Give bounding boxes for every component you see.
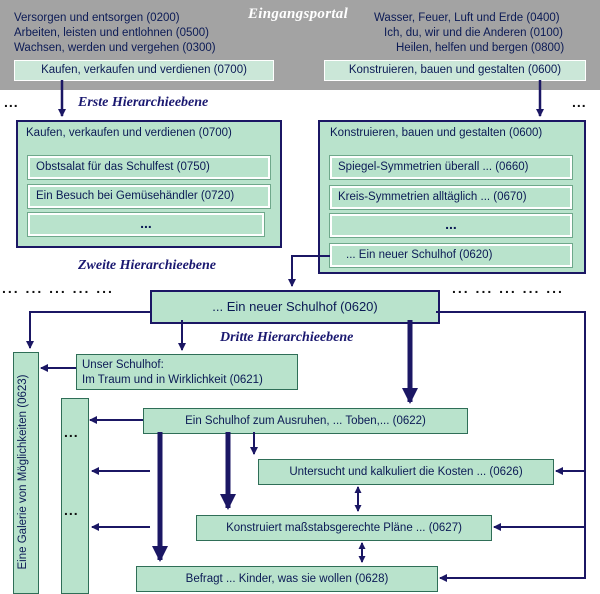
panel-0600-title: Konstruieren, bauen und gestalten (0600) <box>330 127 543 139</box>
panel-0700-title: Kaufen, verkaufen und verdienen (0700) <box>26 127 232 139</box>
item-0620[interactable]: ... Ein neuer Schulhof (0620) <box>329 243 573 268</box>
item-0750[interactable]: Obstsalat für das Schulfest (0750) <box>27 155 271 180</box>
arrow-right-loop <box>436 311 586 582</box>
node-0621[interactable]: Unser Schulhof: Im Traum und in Wirklich… <box>76 354 298 390</box>
topic-link-0300[interactable]: Wachsen, werden und vergehen (0300) <box>14 42 216 54</box>
gallery-ellipsis-1: ... <box>64 424 79 440</box>
node-0621-line1: Unser Schulhof: <box>82 359 164 371</box>
node-0622[interactable]: Ein Schulhof zum Ausruhen, ... Toben,...… <box>143 408 468 434</box>
topic-link-0500[interactable]: Arbeiten, leisten und entlohnen (0500) <box>14 27 210 39</box>
portal-title: Eingangsportal <box>248 6 349 22</box>
node-0627[interactable]: Konstruiert maßstabsgerechte Pläne ... (… <box>196 515 492 541</box>
item-0670[interactable]: Kreis-Symmetrien alltäglich ... (0670) <box>329 185 573 210</box>
level-3-label: Dritte Hierarchieebene <box>220 330 354 345</box>
level-2-label: Zweite Hierarchieebene <box>78 258 217 273</box>
ellipsis-row-right: ... ... ... ... ... <box>452 280 564 296</box>
arrow-panel-to-center <box>288 255 330 287</box>
node-0628[interactable]: Befragt ... Kinder, was sie wollen (0628… <box>136 566 438 592</box>
node-0626[interactable]: Untersucht und kalkuliert die Kosten ...… <box>258 459 554 485</box>
topic-link-0400[interactable]: Wasser, Feuer, Luft und Erde (0400) <box>374 12 560 24</box>
gallery-ellipsis-2: ... <box>64 502 79 518</box>
item-0720[interactable]: Ein Besuch bei Gemüsehändler (0720) <box>27 184 271 209</box>
level-1-label: Erste Hierarchieebene <box>78 95 209 110</box>
ellipsis-row-left: ... ... ... ... ... <box>2 280 114 296</box>
arrow-center-to-gallery <box>26 311 150 349</box>
center-node-0620[interactable]: ... Ein neuer Schulhof (0620) <box>150 290 440 324</box>
ellipsis-left: ... <box>4 94 19 110</box>
item-more-0700[interactable]: ... <box>27 212 265 237</box>
item-0660[interactable]: Spiegel-Symmetrien überall ... (0660) <box>329 155 573 180</box>
topic-button-0600[interactable]: Konstruieren, bauen und gestalten (0600) <box>324 60 586 81</box>
topic-link-0800[interactable]: Heilen, helfen und bergen (0800) <box>396 42 565 54</box>
topic-link-0100[interactable]: Ich, du, wir und die Anderen (0100) <box>384 27 564 39</box>
topic-button-0700[interactable]: Kaufen, verkaufen und verdienen (0700) <box>14 60 274 81</box>
gallery-dots-column <box>61 398 89 594</box>
topic-link-0200[interactable]: Versorgen und entsorgen (0200) <box>14 12 180 24</box>
ellipsis-right: ... <box>572 94 587 110</box>
node-0621-line2: Im Traum und in Wirklichkeit (0621) <box>82 374 263 386</box>
item-more-0600[interactable]: ... <box>329 213 573 238</box>
